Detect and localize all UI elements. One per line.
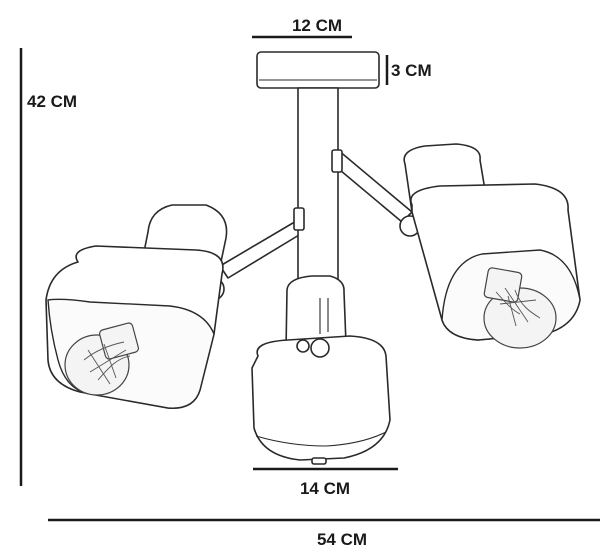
canopy-width-label: 12 CM bbox=[292, 16, 342, 35]
right-shade bbox=[403, 143, 581, 349]
dimension-labels: 12 CM 3 CM 42 CM 14 CM 54 CM bbox=[27, 16, 432, 549]
center-shade bbox=[251, 275, 391, 465]
canopy-height-label: 3 CM bbox=[391, 61, 432, 80]
center-shade-width-label: 14 CM bbox=[300, 479, 350, 498]
central-stem bbox=[293, 87, 343, 299]
dimension-lines bbox=[19, 35, 600, 522]
lamp-drawing bbox=[45, 51, 581, 465]
total-width-label: 54 CM bbox=[317, 530, 367, 549]
total-height-label: 42 CM bbox=[27, 92, 77, 111]
left-shade bbox=[45, 204, 228, 409]
canopy bbox=[256, 51, 380, 89]
